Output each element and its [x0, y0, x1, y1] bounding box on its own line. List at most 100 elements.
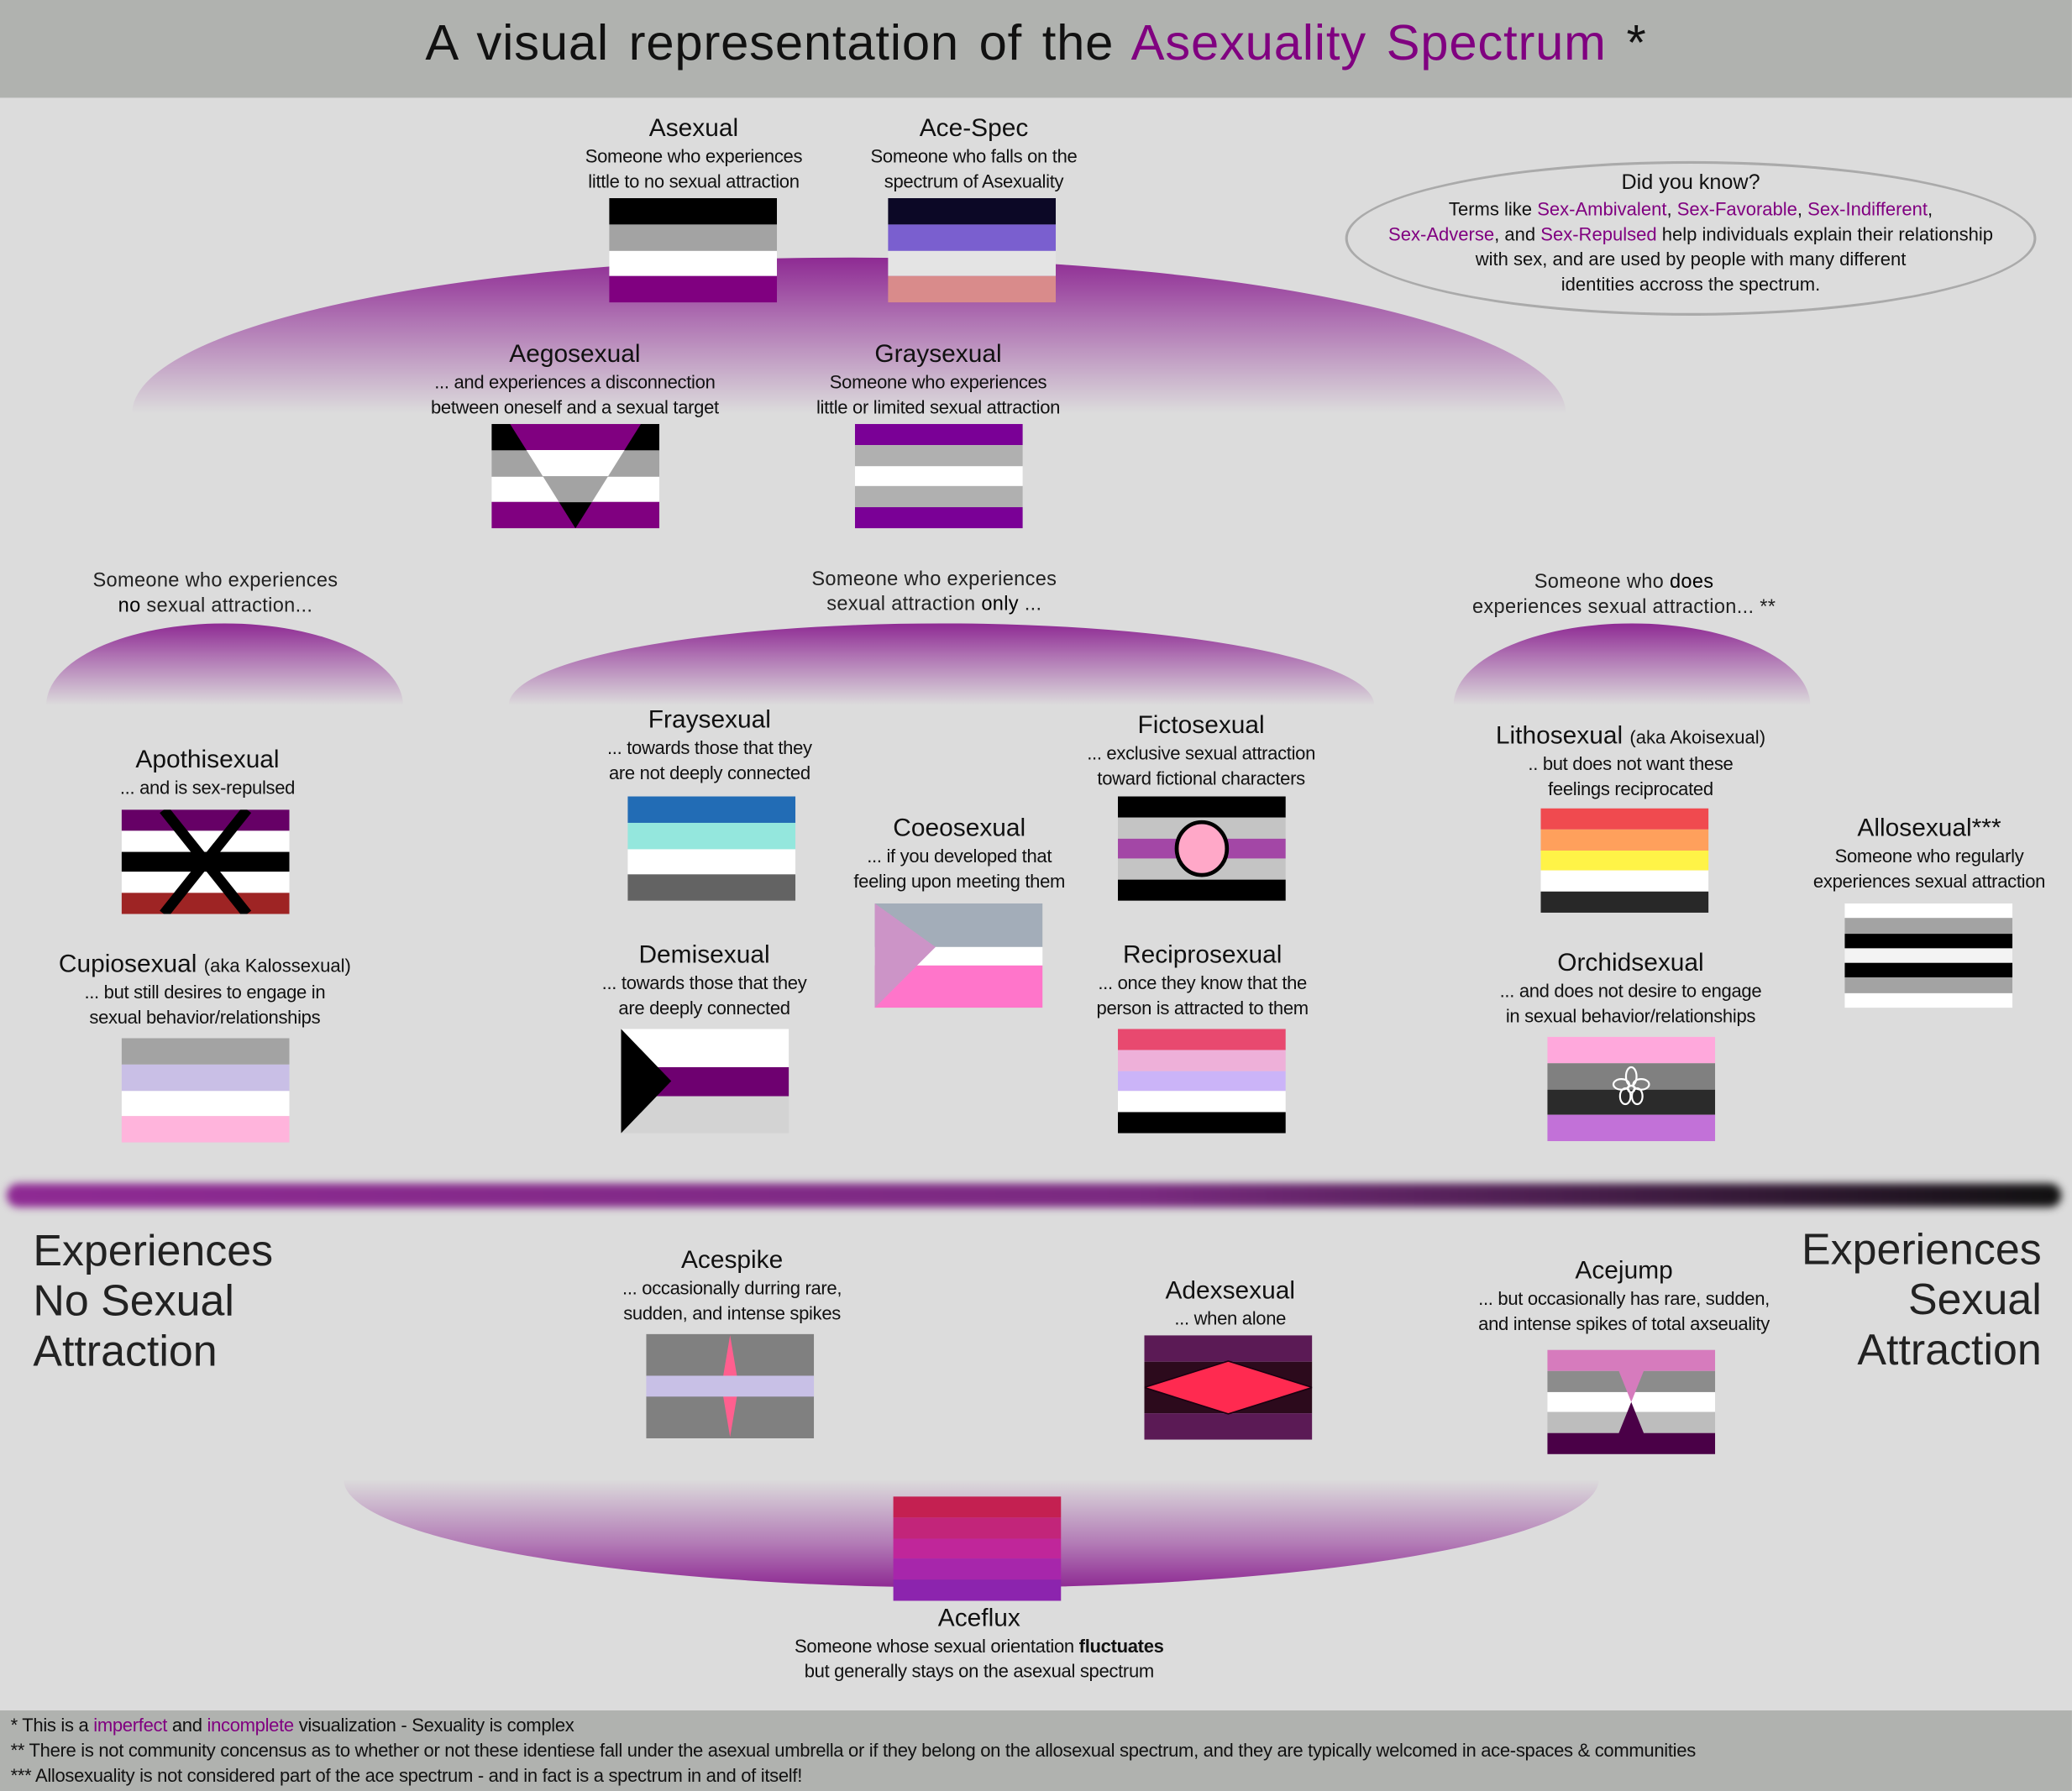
footnote-text: visualization - Sexuality is complex — [298, 1714, 574, 1736]
entry-title: Aceflux — [781, 1605, 1178, 1634]
entry-description-text: Someone who falls on the — [870, 145, 1078, 167]
entry-description-text: are not deeply connected — [608, 762, 810, 783]
entry-description-text: ... but occasionally has rare, sudden, — [1478, 1287, 1770, 1309]
text: , and — [1494, 223, 1536, 245]
entry-name: Allosexual*** — [1857, 814, 2001, 843]
entry-aka: (aka Kalossexual) — [203, 955, 351, 977]
flag-stripe — [1540, 892, 1709, 913]
entry-description-text: Someone who regularly — [1834, 845, 2024, 867]
flag-aceflux — [893, 1496, 1062, 1601]
entry-description-text: experiences sexual attraction — [1812, 870, 2046, 892]
flag-aegosexual — [491, 423, 660, 529]
flag-stripe — [1118, 796, 1286, 818]
entry-description-text: toward fictional characters — [1097, 767, 1305, 789]
entry-description: ... occasionally durring rare, — [534, 1276, 931, 1301]
flag-lithosexual — [1540, 808, 1709, 913]
entry-description-text: ... when alone — [1174, 1307, 1287, 1329]
entry-description-text: spectrum of Asexuality — [884, 170, 1064, 192]
triangle-stripe — [510, 449, 642, 477]
flag-stripe — [1844, 977, 2013, 993]
axis-label-line: No Sexual — [33, 1275, 234, 1325]
entry-title: Coeosexual — [761, 815, 1157, 845]
caption-line: sexual attraction... — [146, 594, 313, 617]
entry-description: ... towards those that they — [506, 971, 903, 996]
entry-description: sexual behavior/relationships — [7, 1005, 403, 1030]
term: Sex-Ambivalent — [1537, 197, 1667, 220]
entry-acespike: Acespike... occasionally durring rare,su… — [534, 1247, 931, 1326]
term: Sex-Repulsed — [1540, 223, 1657, 245]
entry-description-text: Someone whose sexual orientation — [795, 1635, 1074, 1657]
diamond-shape — [1144, 1360, 1313, 1415]
entry-description-text: Someone who experiences — [829, 371, 1047, 393]
axis-label-left: Experiences No Sexual Attraction — [33, 1226, 273, 1376]
text: , — [1666, 197, 1672, 220]
entry-name: Adexsexual — [1165, 1277, 1296, 1306]
entry-description: ... and does not desire to engage — [1432, 979, 1828, 1004]
entry-description: feelings reciprocated — [1432, 777, 1828, 802]
triangle-stripe — [510, 476, 642, 503]
term: Sex-Indifferent — [1807, 197, 1928, 220]
entry-description-text: ... if you developed that — [867, 845, 1052, 867]
entry-description-text: ... towards those that they — [606, 736, 812, 758]
text: help individuals explain their relations… — [1661, 223, 1994, 245]
caption-line: ... — [1024, 593, 1042, 616]
triangle-stripe — [510, 502, 642, 529]
entry-description-text: ... but still desires to engage in — [84, 981, 326, 1003]
orchid-icon — [1612, 1066, 1650, 1106]
flag-stripe — [609, 250, 778, 277]
entry-title: Acejump — [1426, 1257, 1823, 1286]
entry-description-text: ... towards those that they — [601, 971, 807, 993]
flag-stripe — [893, 1558, 1062, 1580]
entry-description-text: and intense spikes of total axseuality — [1478, 1312, 1770, 1334]
flag-stripe — [627, 874, 796, 901]
did-you-know-ellipse — [1345, 160, 2037, 316]
entry-fictosexual: Fictosexual... exclusive sexual attracti… — [1003, 712, 1399, 791]
entry-aka: (aka Akoisexual) — [1629, 726, 1766, 748]
flag-stripe — [893, 1517, 1062, 1538]
term: Sex-Favorable — [1676, 197, 1797, 220]
entry-title: Lithosexual (aka Akoisexual) — [1432, 722, 1828, 751]
entry-description-text: feelings reciprocated — [1548, 778, 1713, 799]
entry-description: Someone who regularly — [1731, 844, 2072, 869]
flag-stripe — [1844, 948, 2013, 963]
text: Terms like — [1448, 197, 1533, 220]
entry-apothisexual: Apothisexual... and is sex-repulsed — [9, 746, 406, 800]
entry-title: Reciprosexual — [1005, 942, 1401, 971]
entry-name: Fraysexual — [648, 706, 771, 735]
side-triangle — [874, 903, 936, 1008]
flag-coeosexual — [874, 903, 1043, 1008]
flag-stripe — [1547, 1036, 1716, 1063]
entry-description-text: little to no sexual attraction — [588, 170, 800, 192]
flag-stripe — [1144, 1335, 1313, 1362]
entry-description-text: in sexual behavior/relationships — [1505, 1005, 1756, 1027]
footnotes: * This is a imperfect and incomplete vis… — [0, 1710, 2072, 1791]
entry-aegosexual: Aegosexual... and experiences a disconne… — [376, 341, 773, 420]
entry-description: little or limited sexual attraction — [740, 395, 1136, 420]
flag-stripe — [1547, 1432, 1716, 1454]
footnote-2: ** There is not community concensus as t… — [10, 1739, 1697, 1761]
caption-emphasis: no — [118, 594, 141, 617]
flag-stripe — [893, 1579, 1062, 1601]
flag-asexual — [609, 197, 778, 303]
entry-title: Fraysexual — [511, 707, 908, 736]
does-attraction-arch — [1453, 623, 1811, 705]
flag-stripe — [1118, 1029, 1286, 1050]
entry-description: Someone who falls on the — [776, 144, 1172, 169]
entry-title: Allosexual*** — [1731, 815, 2072, 845]
entry-name: Graysexual — [874, 340, 1002, 369]
flag-overlay-hourglass — [1618, 1370, 1644, 1434]
orchid-center — [1627, 1084, 1636, 1093]
entry-description: ... but still desires to engage in — [7, 980, 403, 1005]
entry-name: Apothisexual — [135, 746, 280, 774]
entry-description-text: sudden, and intense spikes — [623, 1301, 841, 1324]
entry-title: Acespike — [534, 1247, 931, 1276]
text: with sex, and are used by people with ma… — [1475, 248, 1907, 270]
entry-name: Asexual — [648, 114, 739, 143]
entry-description: Someone whose sexual orientation fluctua… — [781, 1634, 1178, 1659]
flag-stripe — [1844, 962, 2013, 978]
flag-ace-spec — [888, 197, 1057, 303]
axis-label-line: Attraction — [33, 1326, 218, 1375]
